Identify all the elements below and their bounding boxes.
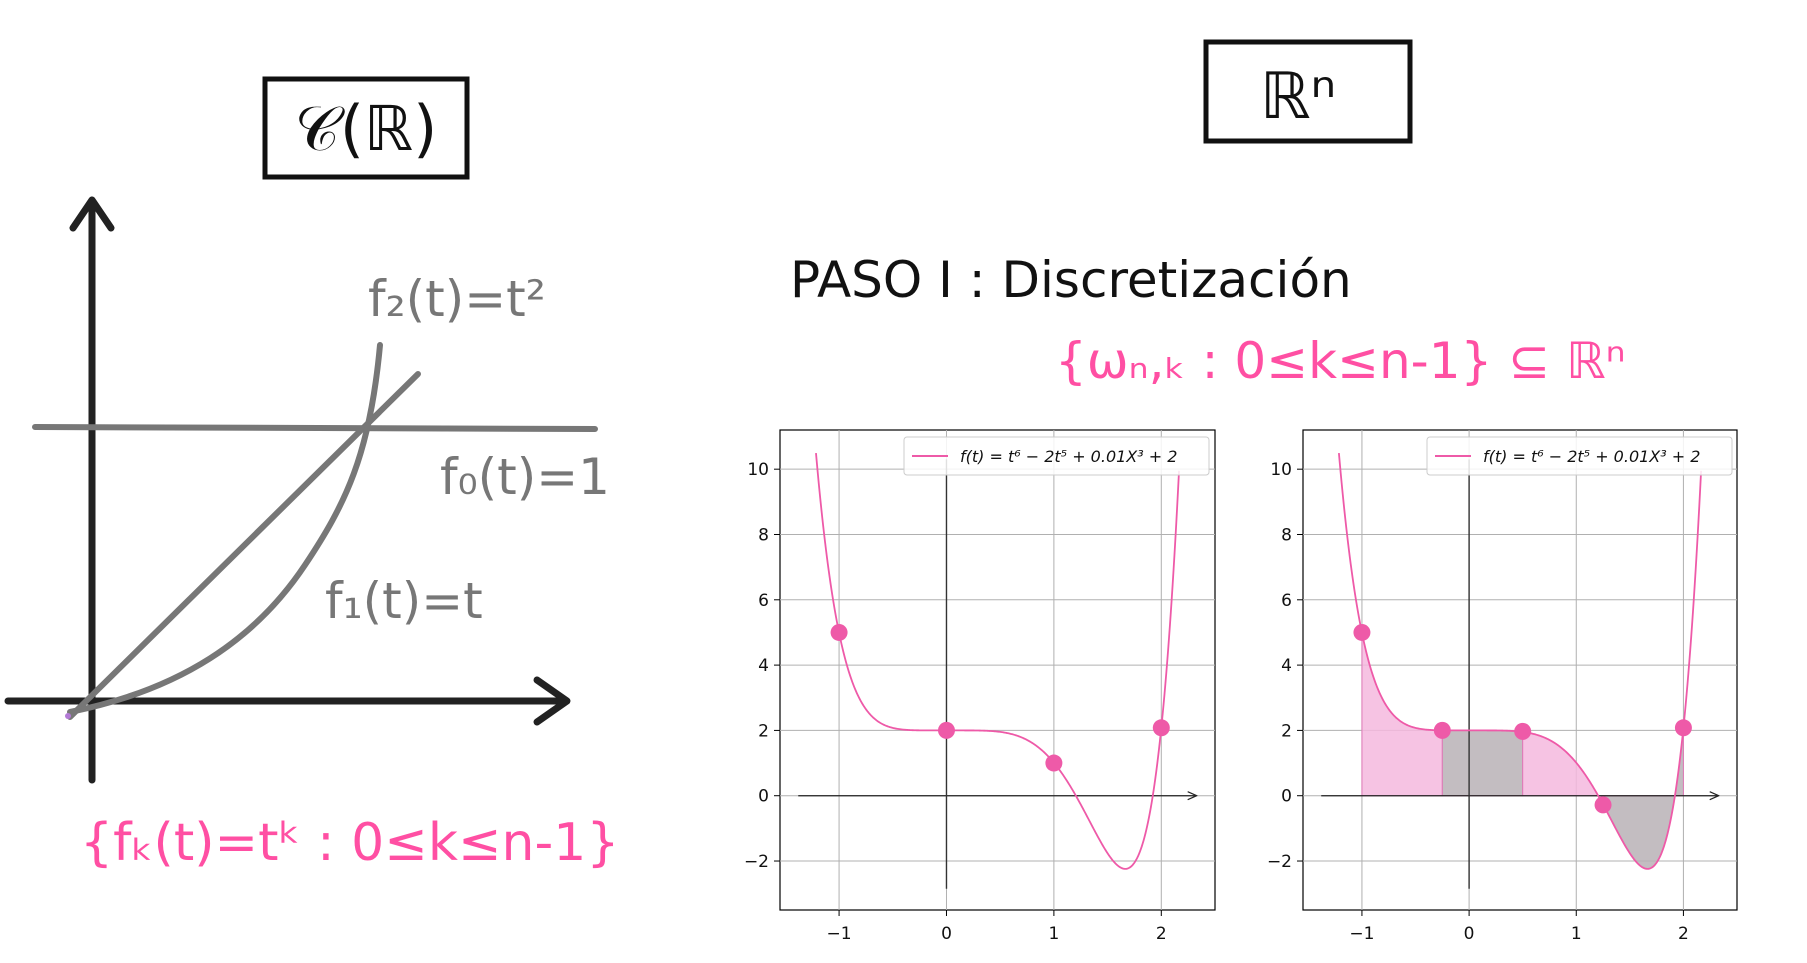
y-axis-arrowhead — [69, 196, 115, 232]
x-axis-arrowhead — [533, 676, 571, 726]
label-f0: f₀(t)=1 — [440, 448, 610, 506]
c2-ytick-label: −2 — [1267, 852, 1292, 872]
c1-ytick-label: 10 — [747, 460, 769, 480]
c1-ytick-label: 8 — [758, 525, 769, 545]
curve-f2 — [67, 342, 383, 715]
c1-ytick-label: 0 — [758, 787, 769, 807]
vector-space-box — [1203, 39, 1413, 144]
chart1-legend-label: f(t) = t⁶ − 2t⁵ + 0.01X³ + 2 — [960, 447, 1177, 466]
c2-ytick-label: 2 — [1281, 721, 1292, 741]
curve-f0 — [32, 424, 598, 432]
c2-ytick-label: 8 — [1281, 525, 1292, 545]
function-space-label: 𝒞(ℝ) — [295, 92, 438, 165]
chart2-legend: f(t) = t⁶ − 2t⁵ + 0.01X³ + 2 — [1426, 436, 1733, 476]
c2-sample-point — [1674, 719, 1692, 737]
vector-set-label: {ωₙ,ₖ : 0≤k≤n-1} ⊆ ℝⁿ — [1055, 332, 1626, 390]
c2-xtick-label: 2 — [1678, 924, 1689, 944]
c1-ytick-label: 2 — [758, 721, 769, 741]
basis-set-label: {fₖ(t)=tᵏ : 0≤k≤n-1} — [80, 813, 619, 873]
c1-xtick-label: 0 — [941, 924, 952, 944]
c1-xtick-label: 1 — [1048, 924, 1059, 944]
function-space-box — [262, 76, 470, 180]
chart2-legend-label: f(t) = t⁶ − 2t⁵ + 0.01X³ + 2 — [1483, 447, 1700, 466]
chart1-legend: f(t) = t⁶ − 2t⁵ + 0.01X³ + 2 — [903, 436, 1210, 476]
c1-function-curve — [815, 452, 1180, 870]
c2-xtick-label: −1 — [1349, 924, 1374, 944]
c2-ytick-label: 4 — [1281, 656, 1292, 676]
chart-riemann-areas: −1 0 1 2 −2 0 2 4 6 8 10 f(t) = t⁶ − 2t⁵ + 0.01X³ … — [1267, 429, 1738, 944]
chart1-legend-box — [903, 436, 1210, 476]
c1-sample-point — [1152, 719, 1170, 737]
c1-xtick-label: −1 — [827, 924, 852, 944]
c2-sample-point — [1433, 721, 1451, 739]
c1-sample-point — [830, 623, 848, 641]
right-panel: ℝⁿ PASO I : Discretización {ωₙ,ₖ : 0≤k≤n… — [790, 39, 1626, 390]
c2-sample-point — [1594, 796, 1612, 814]
c1-ytick-label: −2 — [744, 852, 769, 872]
origin-dot — [65, 713, 71, 719]
chart1-frame — [779, 429, 1216, 911]
chart-sampled-function: −1 0 1 2 −2 0 2 4 6 8 10 f(t) = t⁶ − 2t⁵ + 0.01X³ … — [744, 429, 1216, 944]
c2-area-gray — [1441, 729, 1524, 797]
label-f2: f₂(t)=t² — [368, 270, 546, 328]
c2-ytick-label: 10 — [1270, 460, 1292, 480]
c1-ytick-label: 6 — [758, 591, 769, 611]
c1-xtick-label: 2 — [1156, 924, 1167, 944]
c1-sample-point — [937, 721, 955, 739]
c2-ytick-label: 0 — [1281, 787, 1292, 807]
vector-space-label: ℝⁿ — [1260, 60, 1336, 134]
left-panel: 𝒞(ℝ) f₂(t)=t² f₀(t)=1 f₁(t)=t {fₖ(t)=tᵏ … — [4, 76, 619, 873]
curve-f1 — [67, 371, 421, 720]
c2-sample-point — [1514, 722, 1532, 740]
c2-sample-point — [1353, 623, 1371, 641]
c2-ytick-label: 6 — [1281, 591, 1292, 611]
step-title: PASO I : Discretización — [790, 251, 1352, 309]
label-f1: f₁(t)=t — [325, 572, 483, 630]
chart2-legend-box — [1426, 436, 1733, 476]
c1-ytick-label: 4 — [758, 656, 769, 676]
c2-xtick-label: 1 — [1571, 924, 1582, 944]
c2-xtick-label: 0 — [1464, 924, 1475, 944]
c1-sample-point — [1045, 754, 1063, 772]
